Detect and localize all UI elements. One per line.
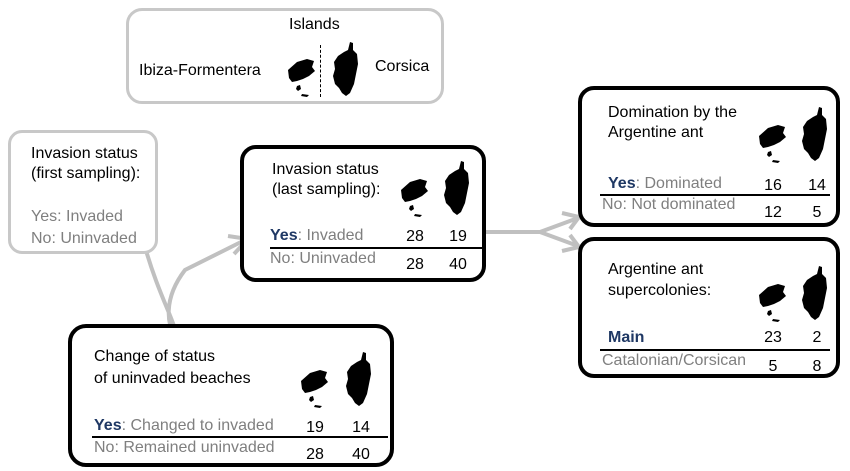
last-sampling-yes-key: Yes [270,227,298,244]
change-no-corsica: 40 [352,446,370,463]
last-sampling-rule [270,247,482,249]
sc-other-corsica: 8 [812,358,822,375]
last-sampling-yes-label: : Invaded [297,227,364,244]
last-no-ibiza: 28 [406,256,424,273]
domination-box: Domination by the Argentine ant Yes: Dom… [578,86,840,227]
ibiza-formentera-silhouette-icon [759,125,786,163]
supercolonies-title-1: Argentine ant [608,261,704,278]
domination-no: No: Not dominated [602,196,736,213]
corsica-silhouette-icon [333,42,358,96]
last-sampling-no: No: Uninvaded [270,250,376,267]
sc-main-ibiza: 23 [764,329,782,346]
corsica-silhouette-icon [802,107,827,161]
last-sampling-title-1: Invasion status [272,161,379,178]
domination-yes-key: Yes [608,175,636,192]
domination-yes-label: : Dominated [635,175,722,192]
domination-rule [600,194,830,196]
first-sampling-box: Invasion status (first sampling): Yes: I… [8,130,158,254]
island-label-corsica: Corsica [375,58,430,75]
arrow-fork-up [539,216,579,234]
change-yes-row: Yes: Changed to invaded [94,416,274,436]
supercolonies-box: Argentine ant supercolonies: Main 23 2 C… [578,237,840,378]
supercolonies-rule [600,349,830,351]
sc-main-corsica: 2 [812,329,822,346]
dom-no-corsica: 5 [812,204,822,221]
supercolonies-title-2: supercolonies: [608,282,712,299]
legend-divider [320,45,321,97]
last-yes-corsica: 19 [449,228,467,245]
domination-yes-row: Yes: Dominated [608,174,722,194]
supercolony-main-label: Main [608,329,645,346]
dom-no-ibiza: 12 [764,204,782,221]
first-sampling-no: No: Uninvaded [31,230,137,247]
sc-other-ibiza: 5 [768,358,778,375]
dom-yes-corsica: 14 [808,177,826,194]
ibiza-formentera-silhouette-icon [759,284,786,322]
dom-yes-ibiza: 16 [764,177,782,194]
ibiza-formentera-silhouette-icon [288,59,315,97]
change-yes-label: : Changed to invaded [121,417,274,434]
islands-legend-box: Islands Ibiza-Formentera Corsica [126,8,444,104]
change-no-ibiza: 28 [306,446,324,463]
last-sampling-box: Invasion status (last sampling): Yes: In… [240,145,486,282]
island-label-ibiza: Ibiza-Formentera [139,62,261,79]
change-title-2: of uninvaded beaches [94,370,251,387]
last-sampling-yes-row: Yes: Invaded [270,226,363,246]
arrow-fork-down [539,230,579,248]
last-yes-ibiza: 28 [406,228,424,245]
domination-title-2: Argentine ant [608,124,704,141]
corsica-silhouette-icon [802,266,827,320]
change-status-box: Change of status of uninvaded beaches Ye… [68,324,394,467]
corsica-silhouette-icon [346,352,371,406]
first-sampling-yes: Yes: Invaded [31,208,123,225]
corsica-silhouette-icon [444,161,469,215]
ibiza-formentera-silhouette-icon [301,370,328,408]
supercolony-other-label: Catalonian/Corsican [602,352,747,369]
change-title-1: Change of status [94,348,215,365]
first-sampling-title-2: (first sampling): [31,165,141,182]
change-yes-corsica: 14 [352,419,370,436]
first-sampling-title-1: Invasion status [31,145,138,162]
change-rule [92,436,388,438]
last-sampling-title-2: (last sampling): [272,181,381,198]
domination-title-1: Domination by the [608,104,737,121]
last-no-corsica: 40 [449,256,467,273]
change-no: No: Remained uninvaded [94,439,275,456]
ibiza-formentera-silhouette-icon [401,179,428,217]
change-yes-key: Yes [94,417,122,434]
islands-title: Islands [289,16,340,33]
change-yes-ibiza: 19 [306,419,324,436]
